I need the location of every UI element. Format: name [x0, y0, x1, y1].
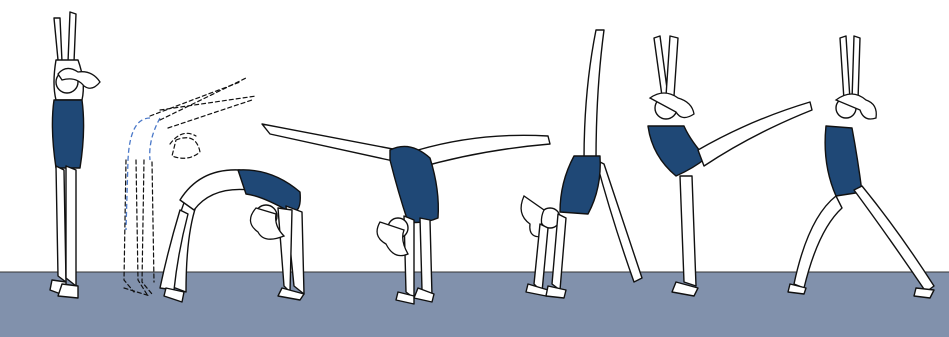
gymnast-standing-arms-up	[50, 12, 100, 298]
gymnast-lunge	[788, 36, 934, 298]
gymnast-arabesque	[648, 36, 812, 296]
gymnast-one-leg-up	[521, 30, 642, 298]
